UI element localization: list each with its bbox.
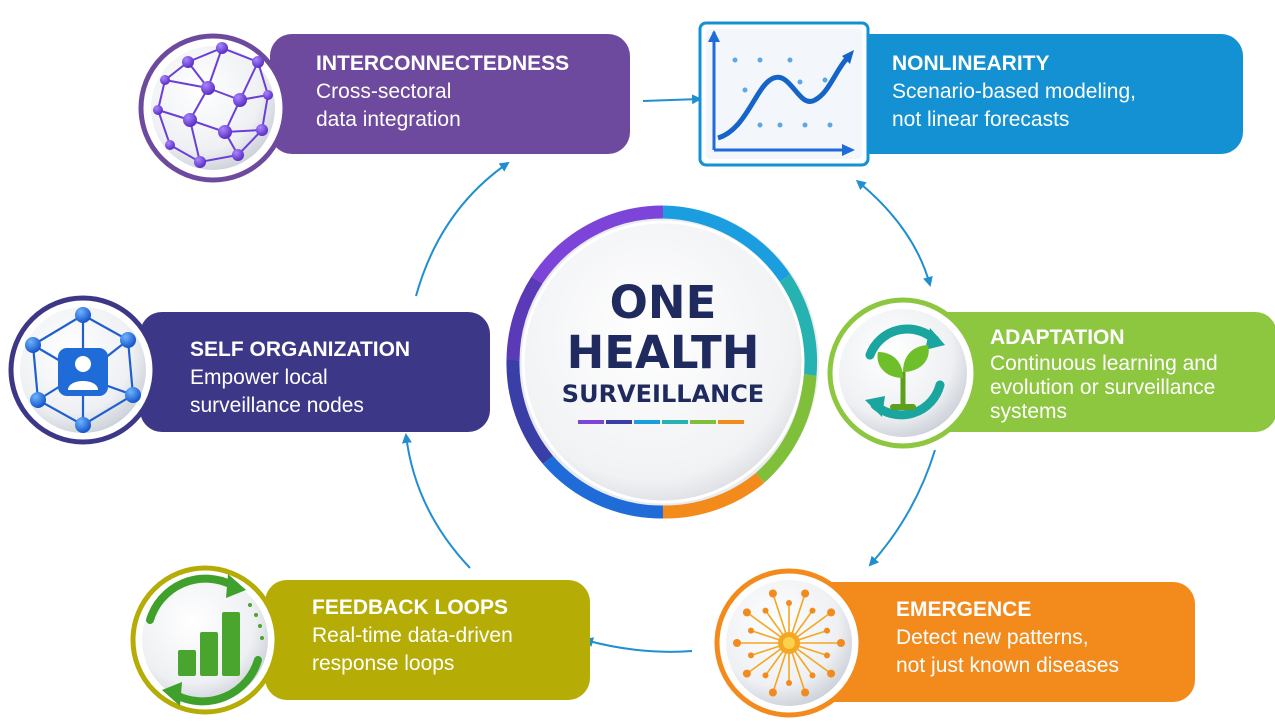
card-title: INTERCONNECTEDNESS xyxy=(316,52,569,75)
burst-dot xyxy=(762,672,769,679)
hub-title-line3: SURVEILLANCE xyxy=(562,380,764,408)
burst-dot xyxy=(748,652,754,659)
card-title: SELF ORGANIZATION xyxy=(190,338,410,361)
bar-chart-loop-icon xyxy=(130,565,280,715)
burst-dot xyxy=(786,600,792,606)
burst-dot xyxy=(801,688,810,697)
burst-dot xyxy=(742,669,751,678)
burst-dot xyxy=(824,652,830,659)
card-desc-line1: Continuous learning and xyxy=(990,352,1218,375)
burst-dot xyxy=(801,589,810,598)
burst-icon xyxy=(714,568,864,718)
burst-dot xyxy=(809,607,816,614)
card-desc-line1: Detect new patterns, xyxy=(896,626,1089,649)
arrow-self-organization-to-interconnectedness xyxy=(415,161,510,297)
arrow-nonlinearity-adaptation xyxy=(855,179,933,287)
hub-ring-purple xyxy=(531,205,664,284)
line-chart-icon xyxy=(698,21,870,167)
card-panel xyxy=(265,580,590,700)
burst-dot xyxy=(742,608,751,617)
card-panel xyxy=(838,34,1243,154)
hub-title-line2: HEALTH xyxy=(567,326,760,379)
hub-ring-blue xyxy=(543,455,664,519)
card-desc-line1: Scenario-based modeling, xyxy=(892,80,1136,103)
card-desc-line2: data integration xyxy=(316,108,461,131)
center-hub: ONE HEALTH SURVEILLANCE xyxy=(506,205,819,519)
card-feedback-loops: FEEDBACK LOOPS Real-time data-driven res… xyxy=(130,565,590,715)
card-desc-line2: surveillance nodes xyxy=(190,394,364,417)
hub-ring-orange xyxy=(662,472,765,519)
burst-dot xyxy=(827,669,836,678)
card-nonlinearity: NONLINEARITY Scenario-based modeling, no… xyxy=(698,21,1243,167)
hub-ring-teal xyxy=(779,274,818,376)
burst-dot xyxy=(768,688,777,697)
burst-dot xyxy=(824,627,830,634)
burst-dot xyxy=(809,672,816,679)
card-title: FEEDBACK LOOPS xyxy=(312,596,508,619)
card-desc-line2: not just known diseases xyxy=(896,654,1119,677)
burst-dot xyxy=(827,608,836,617)
hub-underline xyxy=(578,420,744,424)
card-desc-line1: Cross-sectoral xyxy=(316,80,451,103)
arrow-interconnectedness-to-nonlinearity xyxy=(642,94,702,105)
card-adaptation: ADAPTATION Continuous learning and evolu… xyxy=(827,297,1275,449)
hub-ring-violet xyxy=(506,276,543,361)
hub-ring-green xyxy=(755,374,817,483)
connectors xyxy=(401,94,936,653)
card-title: ADAPTATION xyxy=(990,326,1125,349)
card-panel xyxy=(790,582,1195,702)
arrow-adaptation-to-emergence xyxy=(868,449,936,567)
person-network-icon xyxy=(8,295,158,445)
card-title: EMERGENCE xyxy=(896,598,1031,621)
card-desc-line2: response loops xyxy=(312,652,454,675)
card-desc-line2: not linear forecasts xyxy=(892,108,1069,131)
arrow-emergence-to-feedback xyxy=(583,637,693,653)
card-title: NONLINEARITY xyxy=(892,52,1050,75)
burst-dot xyxy=(837,639,845,647)
globe-network-icon xyxy=(138,33,288,183)
card-desc-line1: Empower local xyxy=(190,366,328,389)
burst-dot xyxy=(748,627,754,634)
card-self-organization: SELF ORGANIZATION Empower local surveill… xyxy=(8,295,490,445)
card-desc-line2: evolution or surveillance xyxy=(990,376,1215,399)
hub-ring-indigo xyxy=(506,359,554,465)
card-panel xyxy=(140,312,490,432)
burst-dot xyxy=(786,680,792,686)
recycle-sprout-icon xyxy=(827,297,979,449)
hub-title-line1: ONE xyxy=(610,276,717,329)
card-emergence: EMERGENCE Detect new patterns, not just … xyxy=(714,568,1195,718)
card-desc-line3: systems xyxy=(990,400,1067,423)
card-interconnectedness: INTERCONNECTEDNESS Cross-sectoral data i… xyxy=(138,33,630,183)
burst-dot xyxy=(762,607,769,614)
arrow-feedback-to-self-organization xyxy=(401,433,471,569)
hub-ring-sky xyxy=(662,205,791,282)
card-panel xyxy=(905,312,1275,432)
card-panel xyxy=(270,34,630,154)
burst-dot xyxy=(733,639,741,647)
burst-dot xyxy=(768,589,777,598)
card-desc-line1: Real-time data-driven xyxy=(312,624,513,647)
